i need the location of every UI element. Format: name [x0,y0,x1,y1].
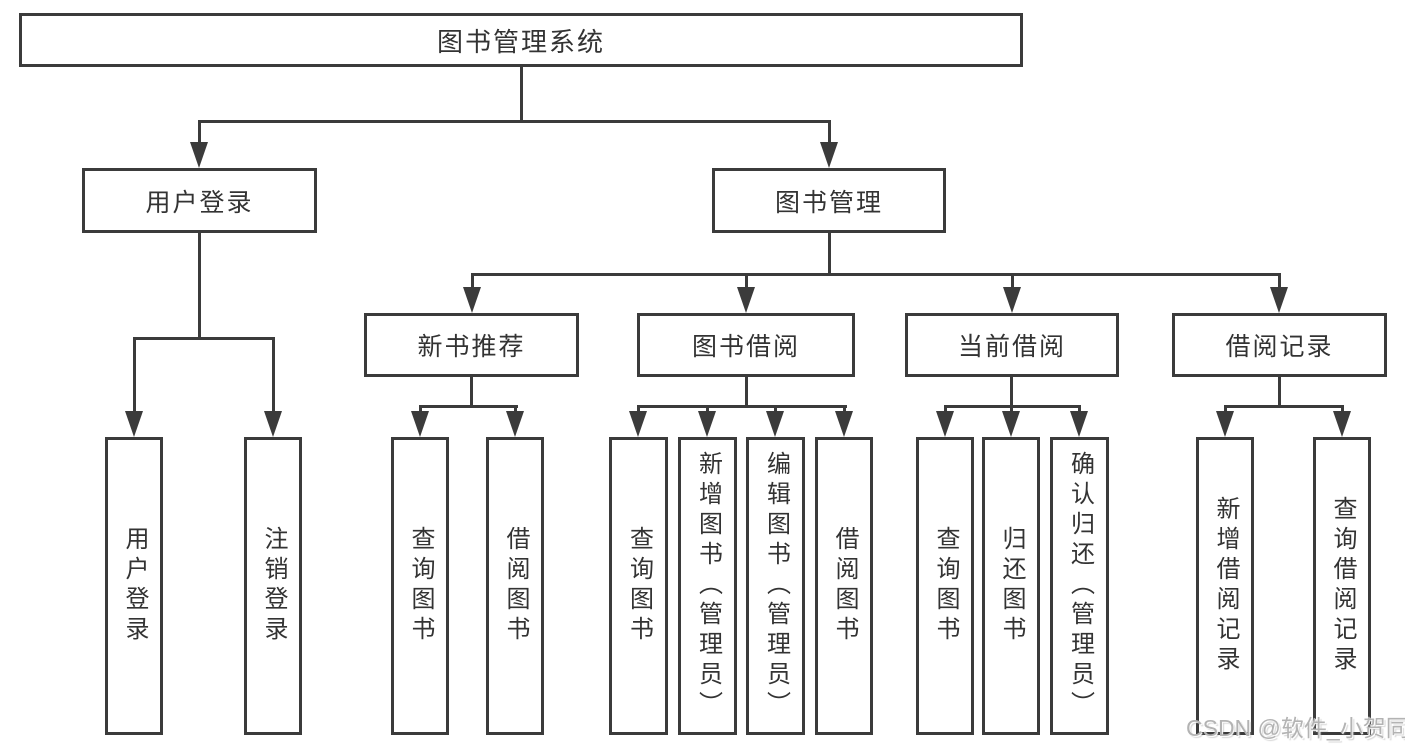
arrowhead-icon [820,142,838,168]
arrowhead-icon [506,411,524,437]
connector-bookmgmt-drop-3 [1011,273,1014,291]
connector-rec-drop-2 [514,405,517,415]
connector-current-stem [1010,377,1013,405]
node-new-book-rec: 新书推荐 [364,313,579,377]
connector-borrow-bar [637,405,847,408]
arrowhead-icon [1003,287,1021,313]
arrowhead-icon [1002,411,1020,437]
connector-bookmgmt-stem [828,233,831,273]
connector-root-stem [520,67,523,120]
arrowhead-icon [463,287,481,313]
leaf-return-book: 归还图书 [982,437,1040,735]
connector-records-drop-2 [1341,405,1344,415]
arrowhead-icon [1070,411,1088,437]
connector-bookmgmt-drop-4 [1278,273,1281,291]
leaf-query-borrow-record: 查询借阅记录 [1313,437,1371,735]
leaf-edit-book-admin: 编辑图书（管理员） [746,437,805,735]
node-current-borrow-label: 当前借阅 [957,333,1066,361]
arrowhead-icon [766,411,784,437]
connector-borrow-stem [745,377,748,405]
leaf-current-query-book-label: 查询图书 [932,526,959,646]
leaf-rec-query-book-label: 查询图书 [407,526,434,646]
node-current-borrow: 当前借阅 [905,313,1119,377]
connector-records-stem [1278,377,1281,405]
leaf-add-borrow-record-label: 新增借阅记录 [1212,496,1239,676]
node-book-borrow-label: 图书借阅 [691,333,800,361]
leaf-rec-borrow-book: 借阅图书 [486,437,544,735]
arrowhead-icon [125,411,143,437]
leaf-add-borrow-record: 新增借阅记录 [1196,437,1254,735]
connector-rec-bar [419,405,518,408]
connector-borrow-drop-3 [774,405,777,415]
leaf-edit-book-admin-label: 编辑图书（管理员） [762,451,790,721]
node-book-mgmt: 图书管理 [712,168,946,233]
connector-rec-stem [470,377,473,405]
connector-borrow-drop-4 [843,405,846,415]
connector-current-drop-3 [1078,405,1081,415]
arrowhead-icon [936,411,954,437]
connector-records-drop-1 [1224,405,1227,415]
connector-userlogin-bar [133,337,275,340]
arrowhead-icon [737,287,755,313]
leaf-add-book-admin: 新增图书（管理员） [678,437,737,735]
leaf-borrow-query-book: 查询图书 [609,437,668,735]
leaf-confirm-return-admin: 确认归还（管理员） [1050,437,1109,735]
arrowhead-icon [835,411,853,437]
leaf-add-book-admin-label: 新增图书（管理员） [694,451,722,721]
arrowhead-icon [411,411,429,437]
leaf-logout-label: 注销登录 [260,526,287,646]
arrowhead-icon [698,411,716,437]
node-borrow-records-label: 借阅记录 [1225,333,1334,361]
node-root-label: 图书管理系统 [436,26,605,57]
connector-userlogin-drop-1 [133,337,136,415]
arrowhead-icon [1333,411,1351,437]
arrowhead-icon [629,411,647,437]
connector-current-drop-2 [1010,405,1013,415]
arrowhead-icon [190,142,208,168]
node-book-borrow: 图书借阅 [637,313,855,377]
connector-root-drop-1 [198,120,201,146]
connector-userlogin-stem [198,233,201,337]
connector-bookmgmt-drop-1 [471,273,474,291]
arrowhead-icon [1270,287,1288,313]
node-book-mgmt-label: 图书管理 [774,188,883,217]
connector-bookmgmt-drop-2 [745,273,748,291]
leaf-return-book-label: 归还图书 [998,526,1025,646]
leaf-current-query-book: 查询图书 [916,437,974,735]
leaf-logout: 注销登录 [244,437,302,735]
leaf-borrow-book: 借阅图书 [815,437,873,735]
node-user-login-label: 用户登录 [145,188,254,217]
connector-borrow-drop-2 [706,405,709,415]
connector-current-drop-1 [944,405,947,415]
csdn-watermark: CSDN @软件_小贺同学 [1186,715,1405,741]
leaf-borrow-book-label: 借阅图书 [831,526,858,646]
node-root: 图书管理系统 [19,13,1023,67]
connector-records-bar [1224,405,1344,408]
connector-root-drop-2 [828,120,831,146]
leaf-user-login-label: 用户登录 [121,526,148,646]
leaf-user-login: 用户登录 [105,437,163,735]
connector-bookmgmt-bar [471,273,1281,276]
arrowhead-icon [264,411,282,437]
connector-root-bar [198,120,831,123]
leaf-rec-query-book: 查询图书 [391,437,449,735]
node-new-book-rec-label: 新书推荐 [417,333,526,361]
leaf-confirm-return-admin-label: 确认归还（管理员） [1066,451,1094,721]
connector-rec-drop-1 [419,405,422,415]
leaf-query-borrow-record-label: 查询借阅记录 [1329,496,1356,676]
connector-borrow-drop-1 [637,405,640,415]
node-user-login: 用户登录 [82,168,317,233]
connector-userlogin-drop-2 [272,337,275,415]
arrowhead-icon [1216,411,1234,437]
leaf-borrow-query-book-label: 查询图书 [625,526,653,646]
leaf-rec-borrow-book-label: 借阅图书 [502,526,529,646]
node-borrow-records: 借阅记录 [1172,313,1387,377]
